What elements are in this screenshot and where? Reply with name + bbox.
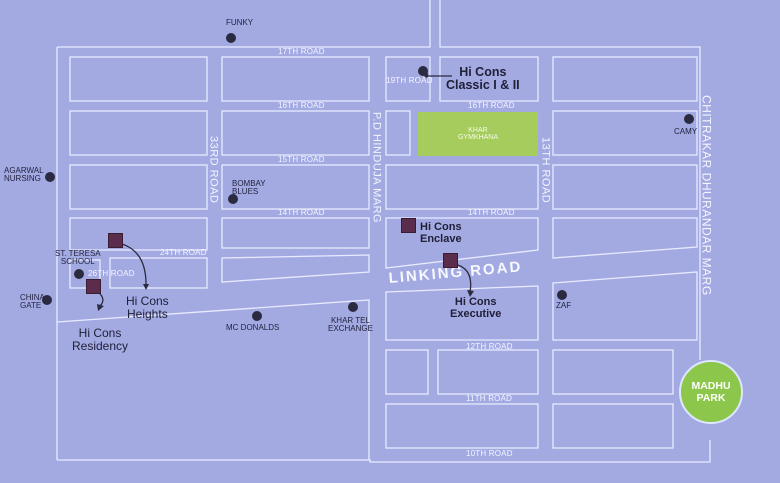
hi-cons-classic-marker	[418, 66, 428, 76]
khar-tel-exchange-label: KHAR TEL EXCHANGE	[328, 316, 373, 334]
china-gate-label: CHINA GATE	[20, 293, 45, 311]
zaf-marker	[557, 290, 567, 300]
hi-cons-executive-label: Hi Cons Executive	[450, 296, 502, 320]
road-11th: 11TH ROAD	[466, 394, 513, 403]
mcdonalds-label: MC DONALDS	[226, 323, 280, 332]
khar-gymkhana: KHAR GYMKHANA	[418, 112, 538, 156]
road-26th: 26TH ROAD	[88, 269, 135, 278]
mcdonalds-marker	[252, 311, 262, 321]
madhu-park: MADHU PARK	[679, 360, 743, 424]
hi-cons-enclave-marker	[401, 218, 416, 233]
khar-tel-exchange-marker	[348, 302, 358, 312]
road-24th: 24TH ROAD	[160, 248, 207, 257]
bombay-blues-marker	[228, 194, 238, 204]
road-16th-left: 16TH ROAD	[278, 101, 325, 110]
agarwal-nursing-marker	[45, 172, 55, 182]
st-teresa-school-label: ST. TERESA SCHOOL	[55, 249, 101, 267]
zaf-label: ZAF	[556, 301, 572, 310]
road-10th: 10TH ROAD	[466, 449, 513, 458]
road-14th-left: 14TH ROAD	[278, 208, 325, 217]
road-17th: 17TH ROAD	[278, 47, 325, 56]
road-15th: 15TH ROAD	[278, 155, 325, 164]
road-12th: 12TH ROAD	[466, 342, 513, 351]
hi-cons-heights-marker	[108, 233, 123, 248]
project-arrows	[93, 75, 472, 307]
hi-cons-residency-marker	[86, 279, 101, 294]
road-pd-hinduja-marg: P.D HINDUJA MARG	[370, 112, 383, 224]
road-16th-right: 16TH ROAD	[468, 101, 515, 110]
road-33rd: 33RD ROAD	[207, 136, 220, 204]
road-14th-right: 14TH ROAD	[468, 208, 515, 217]
agarwal-nursing-label: AGARWAL NURSING	[4, 166, 44, 184]
road-19th: 19TH ROAD	[386, 76, 433, 85]
china-gate-marker	[42, 295, 52, 305]
funky-marker	[226, 33, 236, 43]
camy-marker	[684, 114, 694, 124]
st-teresa-school-marker	[74, 269, 84, 279]
hi-cons-executive-marker	[443, 253, 458, 268]
road-13th: 13TH ROAD	[539, 137, 552, 204]
funky-label: FUNKY	[226, 18, 254, 27]
hi-cons-heights-label: Hi Cons Heights	[126, 294, 169, 321]
hi-cons-residency-label: Hi Cons Residency	[72, 326, 129, 353]
road-chitrakar-dhurandar-marg: CHITRAKAR DHURANDAR MARG	[699, 95, 714, 296]
camy-label: CAMY	[674, 127, 698, 136]
bombay-blues-label: BOMBAY BLUES	[232, 179, 266, 197]
hi-cons-classic-label: Hi Cons Classic I & II	[446, 65, 520, 93]
hi-cons-enclave-label: Hi Cons Enclave	[420, 221, 462, 245]
